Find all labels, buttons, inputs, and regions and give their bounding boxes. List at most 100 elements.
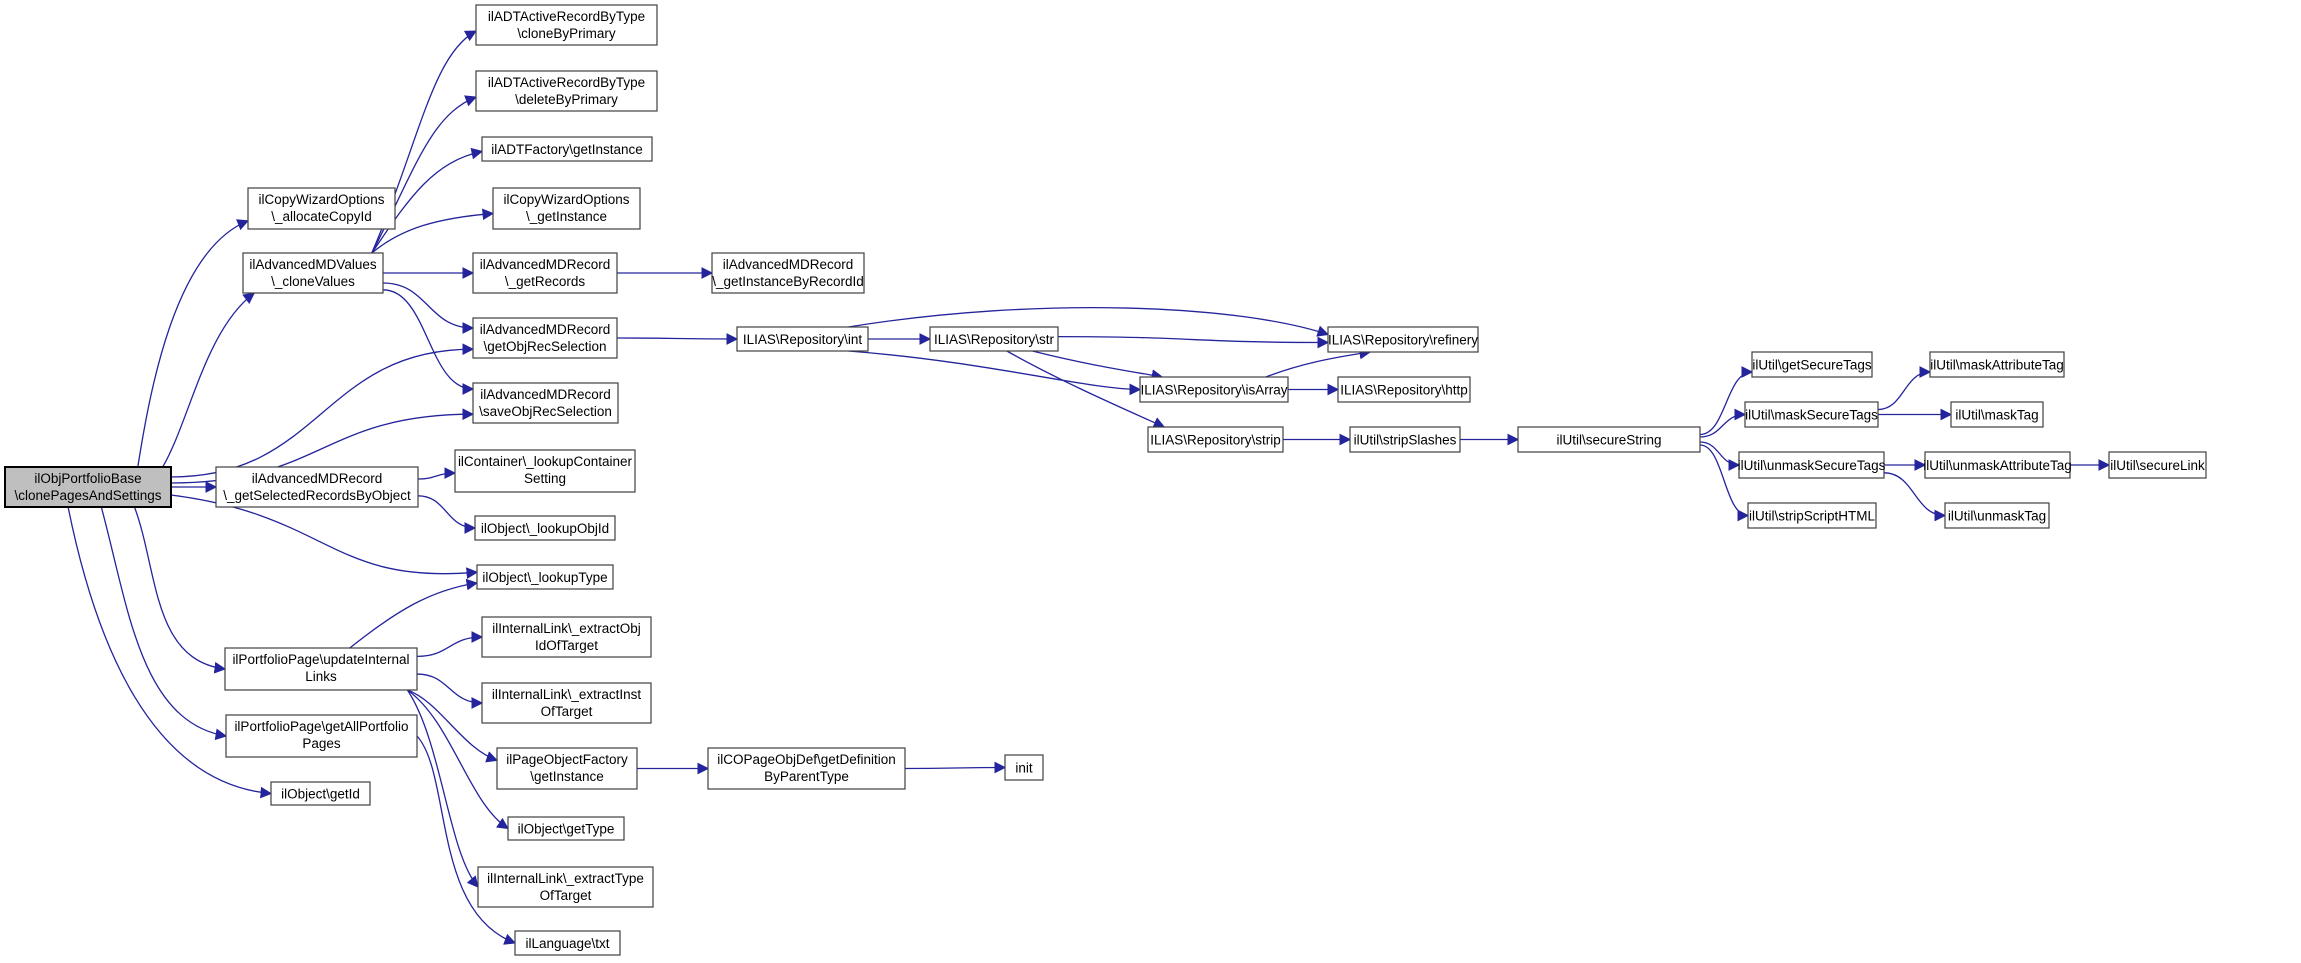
node-box-langTxt[interactable] — [514, 930, 621, 956]
node-stripScriptHTML[interactable]: ilUtil\stripScriptHTML — [1747, 502, 1877, 529]
edge-root-getObjRecSelection — [170, 343, 475, 478]
node-getObjRecSelection[interactable]: ilAdvancedMDRecord\getObjRecSelection — [472, 317, 618, 359]
node-lookupObjId[interactable]: ilObject\_lookupObjId — [474, 515, 616, 541]
node-label-init: init — [1015, 761, 1033, 776]
node-box-getSelectedRecords[interactable] — [215, 466, 419, 508]
node-maskSecureTags[interactable]: ilUtil\maskSecureTags — [1744, 401, 1879, 428]
node-box-unmaskAttributeTag[interactable] — [1924, 451, 2071, 479]
node-box-copageDef[interactable] — [707, 747, 906, 790]
node-isArray[interactable]: ILIAS\Repository\isArray — [1139, 376, 1289, 403]
node-cloneByPrimary[interactable]: ilADTActiveRecordByType\cloneByPrimary — [475, 4, 658, 46]
node-unmaskAttributeTag[interactable]: ilUtil\unmaskAttributeTag — [1923, 451, 2072, 479]
node-box-adtGetInstance[interactable] — [481, 136, 653, 162]
node-init[interactable]: init — [1004, 754, 1044, 781]
node-box-getInstanceByRecordId[interactable] — [711, 252, 865, 294]
node-box-updateInternalLinks[interactable] — [224, 647, 418, 691]
node-box-allocateCopyId[interactable] — [247, 187, 396, 230]
node-box-repoStr[interactable] — [929, 326, 1059, 352]
node-box-deleteByPrimary[interactable] — [475, 70, 658, 112]
node-getId[interactable]: ilObject\getId — [270, 781, 371, 806]
node-unmaskTag[interactable]: ilUtil\unmaskTag — [1944, 502, 2050, 529]
node-box-lookupType[interactable] — [476, 564, 614, 590]
edge-maskSecureTags-maskAttributeTag — [1877, 366, 1932, 411]
node-box-getType[interactable] — [507, 816, 625, 841]
node-box-getRecords[interactable] — [472, 252, 618, 294]
node-box-getAllPortfolioPages[interactable] — [225, 714, 418, 758]
node-label-http: ILIAS\Repository\http — [1340, 383, 1468, 398]
node-refinery[interactable]: ILIAS\Repository\refinery — [1327, 326, 1479, 353]
edge-secureString-getSecureTags — [1699, 366, 1754, 436]
node-box-lookupContainerSetting[interactable] — [454, 449, 636, 493]
node-http[interactable]: ILIAS\Repository\http — [1337, 376, 1471, 403]
node-root[interactable]: ilObjPortfolioBase\clonePagesAndSettings — [4, 466, 172, 508]
node-box-lookupObjId[interactable] — [474, 515, 616, 541]
node-getSecureTags[interactable]: ilUtil\getSecureTags — [1751, 351, 1873, 378]
node-box-strip[interactable] — [1147, 426, 1284, 453]
node-cwoGetInstance[interactable]: ilCopyWizardOptions\_getInstance — [492, 187, 641, 230]
node-box-secureString[interactable] — [1517, 426, 1701, 453]
node-adtGetInstance[interactable]: ilADTFactory\getInstance — [481, 136, 653, 162]
node-deleteByPrimary[interactable]: ilADTActiveRecordByType\deleteByPrimary — [475, 70, 658, 112]
node-box-pofGetInstance[interactable] — [496, 747, 638, 790]
node-box-init[interactable] — [1004, 754, 1044, 781]
node-box-cloneByPrimary[interactable] — [475, 4, 658, 46]
node-stripSlashes[interactable]: ilUtil\stripSlashes — [1349, 426, 1461, 453]
edge-root-getAllPortfolioPages — [100, 506, 228, 741]
node-box-root[interactable] — [4, 466, 172, 508]
node-unmaskSecureTags[interactable]: ilUtil\unmaskSecureTags — [1738, 451, 1886, 479]
node-box-cwoGetInstance[interactable] — [492, 187, 641, 230]
node-maskAttributeTag[interactable]: ilUtil\maskAttributeTag — [1929, 351, 2065, 378]
node-getSelectedRecords[interactable]: ilAdvancedMDRecord\_getSelectedRecordsBy… — [215, 466, 419, 508]
node-box-extractObjId[interactable] — [481, 616, 652, 658]
node-box-getObjRecSelection[interactable] — [472, 317, 618, 359]
node-box-maskSecureTags[interactable] — [1744, 401, 1879, 428]
node-box-isArray[interactable] — [1139, 376, 1289, 403]
node-box-extractType[interactable] — [477, 866, 654, 908]
node-box-refinery[interactable] — [1327, 326, 1479, 353]
edge-cloneValues-saveObjRecSelection — [382, 289, 475, 395]
node-box-secureLink[interactable] — [2108, 451, 2207, 479]
edge-secureString-maskSecureTags — [1699, 408, 1747, 438]
node-secureString[interactable]: ilUtil\secureString — [1517, 426, 1701, 453]
node-box-stripScriptHTML[interactable] — [1747, 502, 1877, 529]
node-box-extractInst[interactable] — [481, 682, 652, 724]
node-box-getId[interactable] — [270, 781, 371, 806]
node-pofGetInstance[interactable]: ilPageObjectFactory\getInstance — [496, 747, 638, 790]
node-label-root: ilObjPortfolioBase\clonePagesAndSettings — [14, 471, 161, 503]
node-box-maskAttributeTag[interactable] — [1929, 351, 2065, 378]
node-strip[interactable]: ILIAS\Repository\strip — [1147, 426, 1284, 453]
node-box-cloneValues[interactable] — [242, 252, 384, 294]
node-box-stripSlashes[interactable] — [1349, 426, 1461, 453]
node-langTxt[interactable]: ilLanguage\txt — [514, 930, 621, 956]
node-lookupType[interactable]: ilObject\_lookupType — [476, 564, 614, 590]
node-cloneValues[interactable]: ilAdvancedMDValues\_cloneValues — [242, 252, 384, 294]
edge-updateInternalLinks-extractInst — [416, 673, 484, 709]
node-getType[interactable]: ilObject\getType — [507, 816, 625, 841]
node-label-refinery: ILIAS\Repository\refinery — [1328, 333, 1478, 348]
node-getRecords[interactable]: ilAdvancedMDRecord\_getRecords — [472, 252, 618, 294]
node-box-maskTag[interactable] — [1950, 401, 2044, 428]
node-secureLink[interactable]: ilUtil\secureLink — [2108, 451, 2207, 479]
node-box-getSecureTags[interactable] — [1751, 351, 1873, 378]
node-repoInt[interactable]: ILIAS\Repository\int — [736, 326, 869, 352]
node-repoStr[interactable]: ILIAS\Repository\str — [929, 326, 1059, 352]
node-box-saveObjRecSelection[interactable] — [472, 382, 619, 424]
node-box-repoInt[interactable] — [736, 326, 869, 352]
node-maskTag[interactable]: ilUtil\maskTag — [1950, 401, 2044, 428]
node-box-unmaskTag[interactable] — [1944, 502, 2050, 529]
node-saveObjRecSelection[interactable]: ilAdvancedMDRecord\saveObjRecSelection — [472, 382, 619, 424]
node-box-http[interactable] — [1337, 376, 1471, 403]
node-box-unmaskSecureTags[interactable] — [1738, 451, 1885, 479]
node-allocateCopyId[interactable]: ilCopyWizardOptions\_allocateCopyId — [247, 187, 396, 230]
node-getInstanceByRecordId[interactable]: ilAdvancedMDRecord\_getInstanceByRecordI… — [711, 252, 865, 294]
